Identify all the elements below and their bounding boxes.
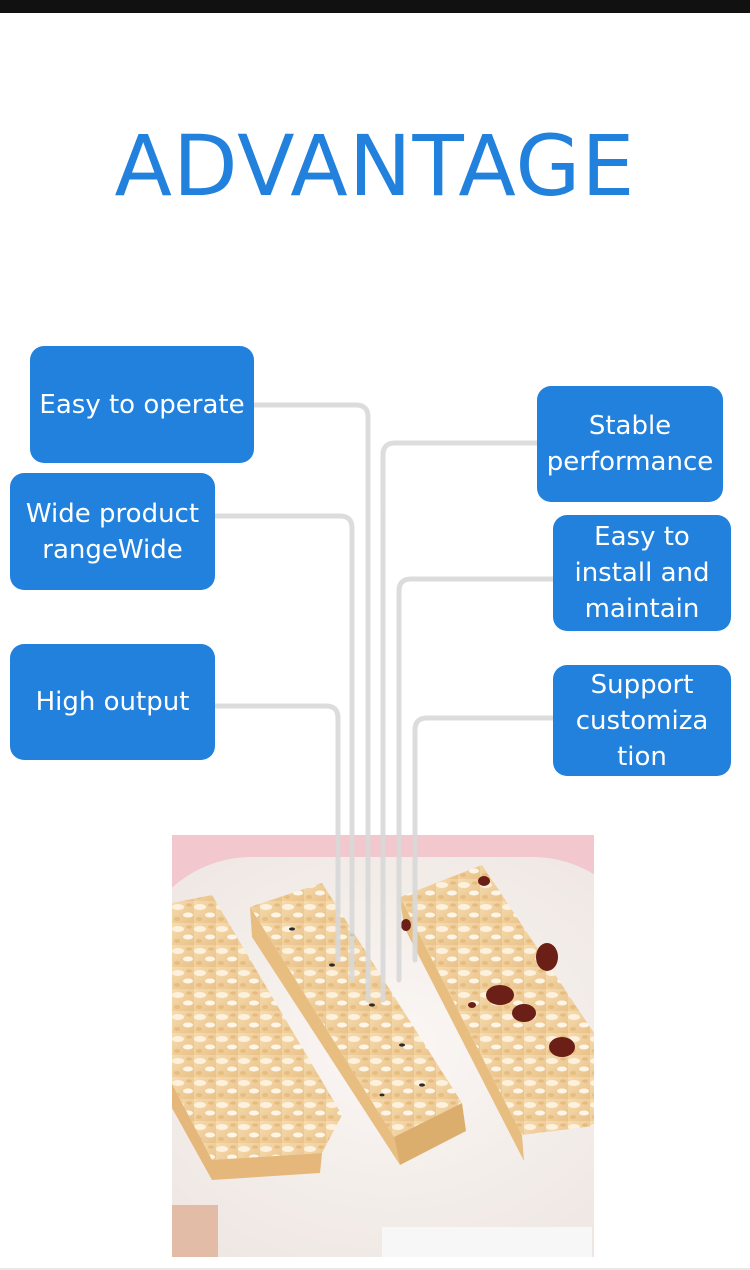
top-bar <box>0 0 750 13</box>
feature-label: Easy to operate <box>39 389 245 420</box>
product-photo <box>172 835 594 1257</box>
feature-label: Stable performance <box>546 411 714 477</box>
feature-easy-to-operate: Easy to operate <box>30 346 254 463</box>
bottom-divider <box>0 1268 750 1270</box>
packaging-left <box>172 1205 218 1257</box>
feature-easy-install-maintain: Easy to install and maintain <box>553 515 731 631</box>
feature-wide-product-range: Wide product rangeWide <box>10 473 215 590</box>
packaging-bottom <box>382 1227 592 1257</box>
feature-label: Easy to install and maintain <box>574 522 710 624</box>
feature-stable-performance: Stable performance <box>537 386 723 502</box>
feature-support-customization: Support customiza tion <box>553 665 731 776</box>
feature-label: Wide product rangeWide <box>25 498 200 565</box>
feature-label: High output <box>35 687 190 717</box>
page-title: ADVANTAGE <box>114 117 636 215</box>
feature-label: Support customiza tion <box>575 669 709 772</box>
feature-high-output: High output <box>10 644 215 760</box>
